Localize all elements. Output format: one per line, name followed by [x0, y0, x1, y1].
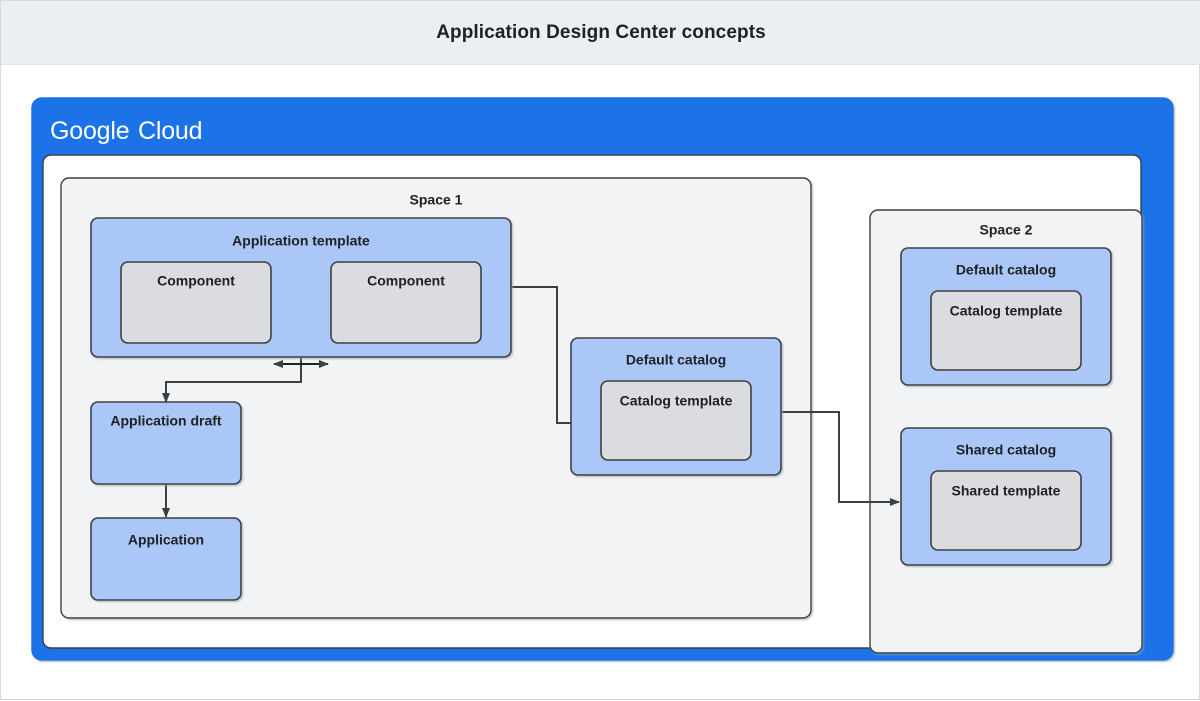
application-template-label: Application template: [232, 233, 370, 249]
node-shared-catalog[interactable]: Shared catalog Shared template: [900, 427, 1112, 566]
diagram-canvas: Google Cloud Space 1 Space 2: [1, 65, 1200, 701]
connector-template-to-draft: [162, 357, 302, 403]
component-left-label: Component: [157, 273, 235, 289]
space-1-label: Space 1: [410, 192, 463, 208]
node-catalog-template-space-2[interactable]: Catalog template: [930, 290, 1082, 371]
catalog-template-2-label: Catalog template: [950, 303, 1063, 319]
google-cloud-logo-word-google: Google: [50, 117, 129, 145]
space-2-label: Space 2: [980, 222, 1033, 238]
title-bar: Application Design Center concepts: [1, 1, 1200, 65]
google-cloud-logo: Google Cloud: [50, 117, 203, 145]
node-default-catalog-space-1[interactable]: Default catalog Catalog template: [570, 337, 782, 476]
application-draft-label: Application draft: [110, 413, 222, 429]
component-right-box[interactable]: [330, 261, 482, 344]
node-component-left[interactable]: Component: [120, 261, 272, 344]
application-label: Application: [128, 532, 204, 548]
node-application-template[interactable]: Application template Component Component: [90, 217, 512, 368]
default-catalog-2-label: Default catalog: [956, 262, 1056, 278]
node-application-draft[interactable]: Application draft: [90, 401, 242, 485]
node-application[interactable]: Application: [90, 517, 242, 601]
component-right-label: Component: [367, 273, 445, 289]
default-catalog-1-label: Default catalog: [626, 352, 726, 368]
application-draft-box[interactable]: [90, 401, 242, 485]
catalog-template-2-box[interactable]: [930, 290, 1082, 371]
node-component-right[interactable]: Component: [330, 261, 482, 344]
node-shared-template[interactable]: Shared template: [930, 470, 1082, 551]
component-left-box[interactable]: [120, 261, 272, 344]
page-title: Application Design Center concepts: [436, 21, 766, 43]
connector-catalog-to-shared-template: [782, 411, 900, 506]
shared-catalog-label: Shared catalog: [956, 442, 1056, 458]
shared-template-box[interactable]: [930, 470, 1082, 551]
catalog-template-1-label: Catalog template: [620, 393, 733, 409]
shared-template-label: Shared template: [952, 483, 1061, 499]
catalog-template-1-box[interactable]: [600, 380, 752, 461]
node-default-catalog-space-2[interactable]: Default catalog Catalog template: [900, 247, 1112, 386]
google-cloud-logo-word-cloud: Cloud: [138, 117, 202, 145]
application-box[interactable]: [90, 517, 242, 601]
node-catalog-template-space-1[interactable]: Catalog template: [600, 380, 752, 461]
